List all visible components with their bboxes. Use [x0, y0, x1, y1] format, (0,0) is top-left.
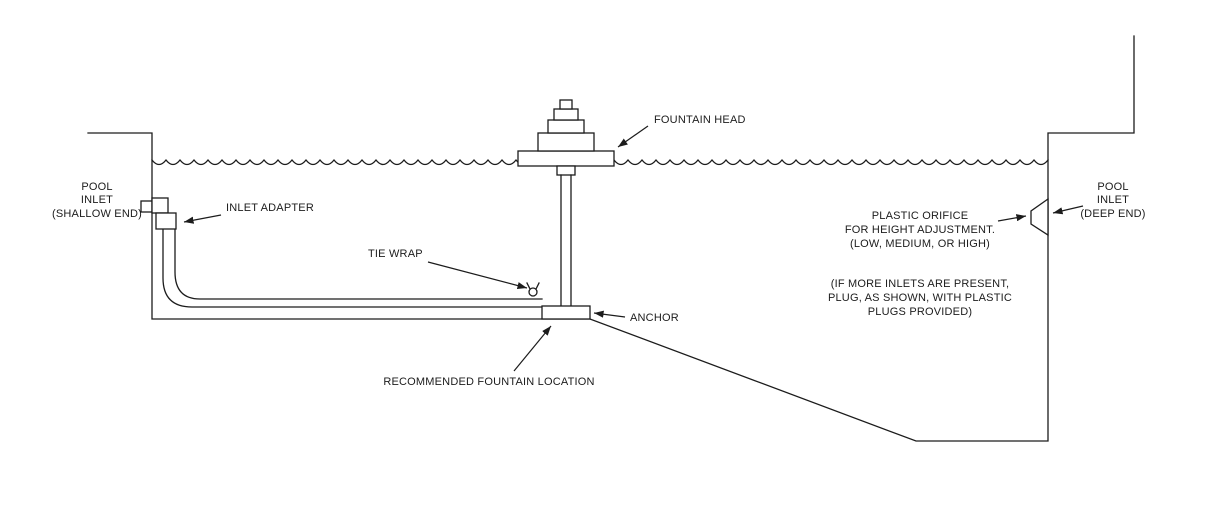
- fountain-head-tier-2: [537, 132, 595, 152]
- plug-note-label: (IF MORE INLETS ARE PRESENT, PLUG, AS SH…: [828, 278, 1012, 318]
- fountain-head-base: [517, 150, 615, 167]
- tie-wrap-tail-left: [526, 282, 531, 290]
- tie-wrap-loop: [526, 282, 540, 297]
- inlet-adapter-arrow: [183, 214, 222, 224]
- tie-wrap-tail-right: [535, 282, 540, 290]
- plastic-orifice-line-2: FOR HEIGHT ADJUSTMENT.: [845, 224, 995, 236]
- pool-inlet-deep-label: POOL INLET (DEEP END): [1080, 181, 1145, 220]
- inlet-adapter-label: INLET ADAPTER: [226, 202, 314, 214]
- anchor-label: ANCHOR: [630, 312, 679, 324]
- tie-wrap-label: TIE WRAP: [368, 248, 423, 260]
- inlet-adapter-fitting: [140, 197, 177, 230]
- plastic-orifice-line-3: (LOW, MEDIUM, OR HIGH): [850, 238, 990, 250]
- plastic-plug-wedge: [1030, 197, 1049, 237]
- pool-inlet-deep-line-2: INLET: [1097, 194, 1129, 206]
- pool-outline: [87, 35, 1135, 442]
- pool-inlet-shallow-line-1: POOL: [81, 181, 112, 193]
- pool-inlet-shallow-label: POOL INLET (SHALLOW END): [52, 181, 142, 220]
- tie-wrap-arrow: [427, 261, 528, 290]
- inlet-adapter-wall-nub: [140, 200, 153, 213]
- tie-wrap-ring: [528, 287, 538, 297]
- inlet-adapter-body: [151, 197, 169, 214]
- fountain-riser-tube: [560, 174, 572, 307]
- recommended-fountain-location-label: RECOMMENDED FOUNTAIN LOCATION: [383, 376, 594, 388]
- fountain-head-cap: [559, 99, 573, 110]
- plastic-orifice-arrow: [997, 214, 1027, 222]
- fountain-head-assembly: [517, 99, 615, 176]
- pool-inlet-deep-line-1: POOL: [1097, 181, 1128, 193]
- pool-inlet-shallow-line-3: (SHALLOW END): [52, 208, 142, 220]
- pool-inlet-deep-line-3: (DEEP END): [1080, 208, 1145, 220]
- plastic-orifice-label: PLASTIC ORIFICE FOR HEIGHT ADJUSTMENT. (…: [845, 210, 995, 250]
- hose-inner-line: [174, 228, 543, 300]
- pool-inlet-deep-arrow: [1052, 205, 1084, 215]
- fountain-head-tier-4: [553, 108, 579, 121]
- plug-note-line-3: PLUGS PROVIDED): [868, 306, 972, 318]
- plug-note-line-1: (IF MORE INLETS ARE PRESENT,: [831, 278, 1010, 290]
- fountain-head-label: FOUNTAIN HEAD: [654, 114, 746, 126]
- pool-inlet-shallow-line-2: INLET: [81, 194, 113, 206]
- fountain-head-arrow: [617, 125, 649, 148]
- inlet-adapter-elbow: [155, 212, 177, 230]
- plastic-orifice-line-1: PLASTIC ORIFICE: [872, 210, 969, 222]
- anchor-block: [541, 305, 591, 320]
- hose-outer-line: [162, 228, 543, 308]
- anchor-arrow: [593, 310, 626, 318]
- fountain-head-connector: [556, 165, 576, 176]
- plug-note-line-2: PLUG, AS SHOWN, WITH PLASTIC: [828, 292, 1012, 304]
- fountain-head-tier-3: [547, 119, 585, 134]
- recommended-location-arrow: [513, 325, 552, 372]
